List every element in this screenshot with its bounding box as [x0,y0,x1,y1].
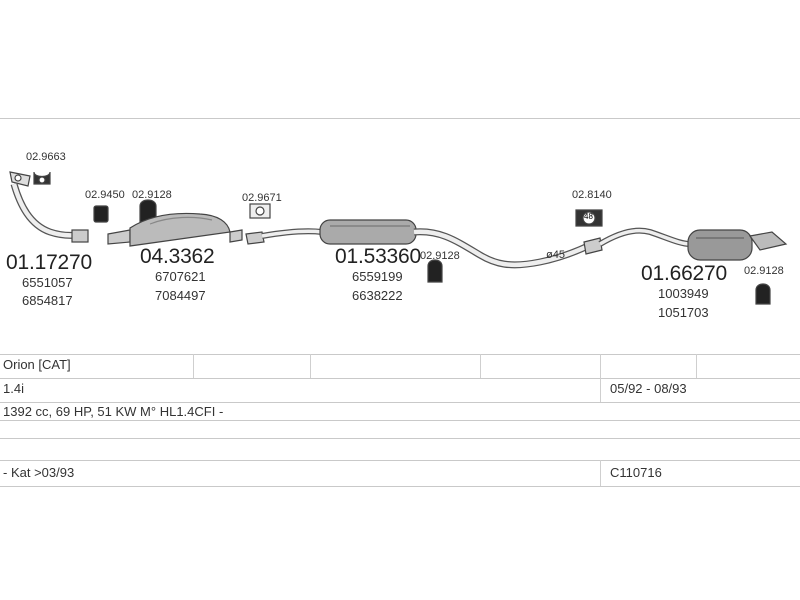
clamp-centre-drawing [427,259,443,283]
part-number: 01.66270 [641,262,727,285]
table-divider [310,354,311,378]
oem-number: 6707621 [155,269,206,284]
code-cell: C110716 [610,465,662,480]
table-line [0,460,800,461]
clamp-label: 02.9128 [132,189,172,201]
table-divider [600,354,601,402]
clamp-02-9663-drawing [33,171,51,185]
table-divider [480,354,481,378]
gasket-label: 02.9450 [85,189,125,201]
part-number: 01.53360 [335,245,421,268]
clamp-label: 02.9663 [26,151,66,163]
model-cell: Orion [CAT] [3,357,71,372]
table-line [0,402,800,403]
table-line [0,438,800,439]
part-number: 01.17270 [6,251,92,274]
oem-number: 6638222 [352,288,403,303]
engine-cell: 1.4i [3,381,24,396]
table-divider [193,354,194,378]
table-line [0,420,800,421]
oem-number: 6551057 [22,275,73,290]
clamp-label: 02.9128 [420,250,460,262]
table-divider [600,460,601,486]
gasket-02-9450-drawing [93,205,109,223]
oem-number: 6559199 [352,269,403,284]
note-cell: - Kat >03/93 [3,465,75,480]
gasket-02-9671-drawing [249,203,271,219]
table-line [0,378,800,379]
pipe-diameter-label: ø45 [546,249,565,261]
table-divider [696,354,697,378]
centre-silencer-drawing [245,219,590,269]
hanger-label: 02.8140 [572,189,612,201]
catalyst-drawing [107,212,243,247]
specs-cell: 1392 cc, 69 HP, 51 KW M° HL1.4CFI - [3,404,224,419]
table-line [0,486,800,487]
hanger-size-label: 48 [584,212,593,221]
clamp-rear-drawing [755,283,771,305]
gasket-label: 02.9671 [242,192,282,204]
diagram-top-border [0,118,800,119]
table-line [0,354,800,355]
rear-silencer-drawing [583,227,788,261]
front-pipe-drawing [9,171,89,243]
oem-number: 7084497 [155,288,206,303]
oem-number: 1003949 [658,286,709,301]
part-number: 04.3362 [140,245,215,268]
oem-number: 1051703 [658,305,709,320]
clamp-label: 02.9128 [744,265,784,277]
oem-number: 6854817 [22,293,73,308]
years-cell: 05/92 - 08/93 [610,381,687,396]
hanger-02-8140-drawing [575,209,603,227]
